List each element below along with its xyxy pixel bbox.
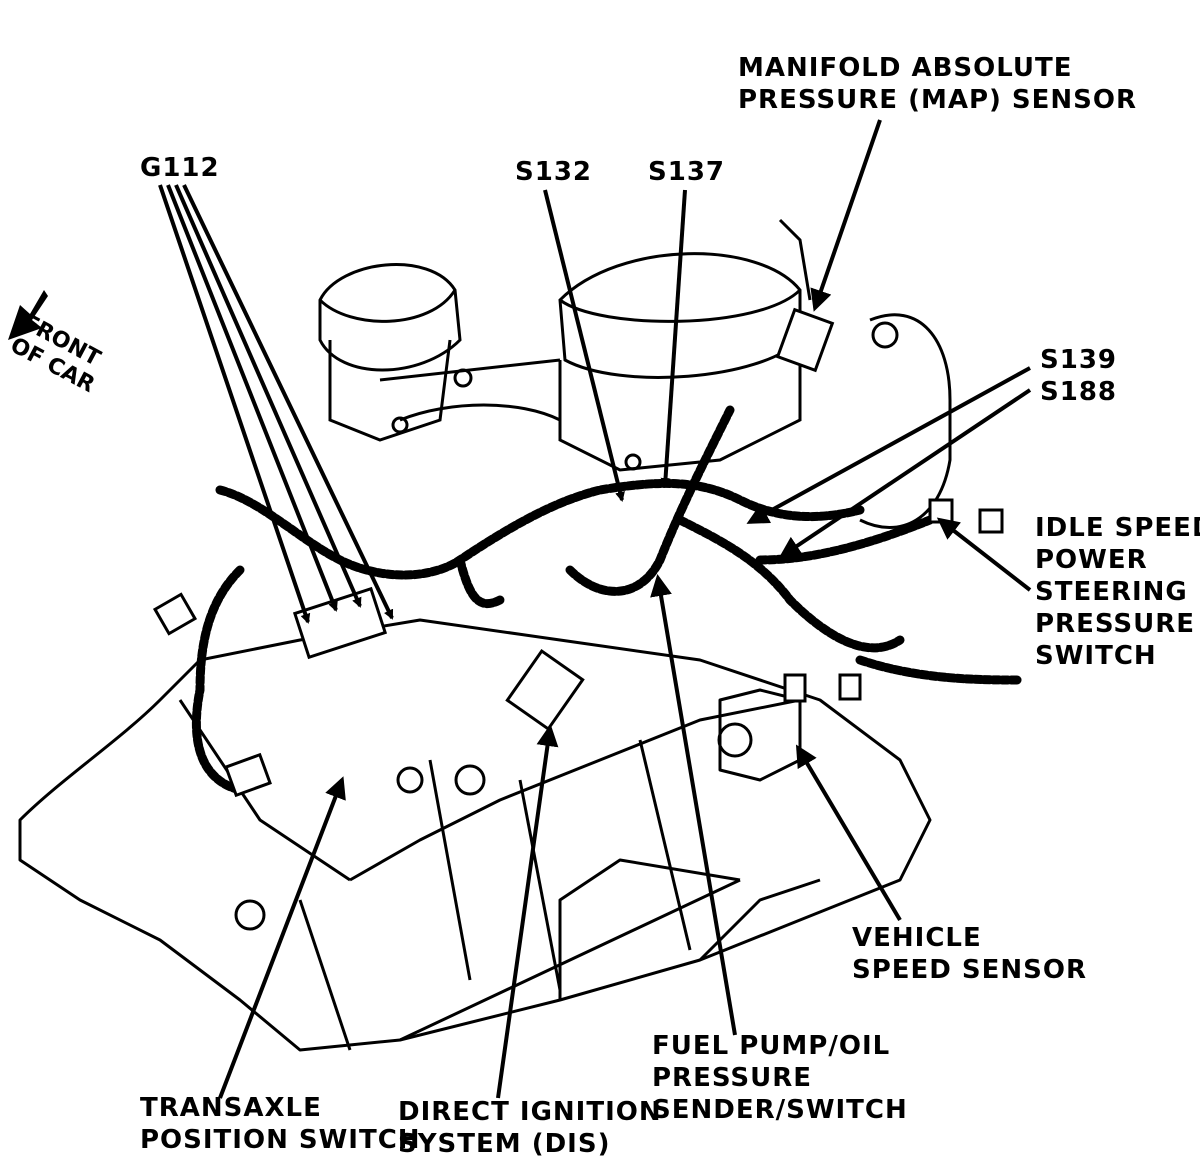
dis-label: DIRECT IGNITION SYSTEM (DIS): [398, 1096, 662, 1160]
s132-label: S132: [515, 157, 592, 187]
fuel-pump-line2: PRESSURE: [652, 1063, 813, 1093]
leader-transaxle-switch: [218, 776, 346, 1099]
transaxle-switch-label: TRANSAXLE POSITION SWITCH: [140, 1092, 421, 1156]
map-sensor-label: MANIFOLD ABSOLUTE PRESSURE (MAP) SENSOR: [738, 52, 1137, 116]
vehicle-speed-sensor-label: VEHICLE SPEED SENSOR: [852, 922, 1087, 986]
vehicle-speed-line1: VEHICLE: [852, 923, 982, 953]
leader-idle-speed-switch: [936, 517, 1032, 592]
dis-line2: SYSTEM (DIS): [398, 1129, 611, 1159]
idle-speed-line3: STEERING: [1035, 577, 1188, 607]
air-cleaner-outline: [318, 218, 952, 529]
leader-dis: [496, 724, 559, 1099]
transaxle-line2: POSITION SWITCH: [140, 1125, 421, 1155]
fuel-pump-oil-label: FUEL PUMP/OIL PRESSURE SENDER/SWITCH: [652, 1030, 908, 1126]
idle-speed-line2: POWER: [1035, 545, 1148, 575]
leader-s188: [778, 388, 1032, 559]
front-of-car-arrow-icon: [8, 290, 48, 340]
leader-s137: [660, 189, 687, 488]
transaxle-line1: TRANSAXLE: [140, 1093, 322, 1123]
leader-g112-d: [182, 184, 394, 620]
leader-g112-b: [166, 184, 338, 612]
s188-label: S188: [1040, 377, 1117, 407]
idle-speed-line4: PRESSURE: [1035, 609, 1196, 639]
s139-label: S139: [1040, 345, 1117, 375]
leader-fuel-pump-oil: [650, 574, 737, 1036]
dis-line1: DIRECT IGNITION: [398, 1097, 662, 1127]
leader-s139: [746, 366, 1031, 524]
leader-map-sensor: [810, 119, 882, 312]
leader-g112-a: [158, 184, 311, 624]
leader-g112-c: [174, 184, 362, 608]
idle-speed-ps-switch-label: IDLE SPEED POWER STEERING PRESSURE SWITC…: [1035, 512, 1200, 672]
map-sensor-label-line1: MANIFOLD ABSOLUTE: [738, 53, 1073, 83]
vehicle-speed-line2: SPEED SENSOR: [852, 955, 1088, 985]
s139-s188-label: S139 S188: [1040, 344, 1117, 408]
fuel-pump-line3: SENDER/SWITCH: [652, 1095, 908, 1125]
idle-speed-line1: IDLE SPEED: [1035, 513, 1200, 543]
leader-vehicle-speed-sensor: [795, 744, 902, 922]
g112-label: G112: [140, 153, 220, 183]
connectors: [152, 307, 1004, 798]
s137-label: S137: [648, 157, 725, 187]
idle-speed-line5: SWITCH: [1035, 641, 1157, 671]
engine-block-outline: [18, 618, 932, 1052]
leader-s132: [543, 189, 625, 502]
leader-lines: [158, 119, 1032, 1099]
fuel-pump-line1: FUEL PUMP/OIL: [652, 1031, 891, 1061]
map-sensor-label-line2: PRESSURE (MAP) SENSOR: [738, 85, 1138, 115]
